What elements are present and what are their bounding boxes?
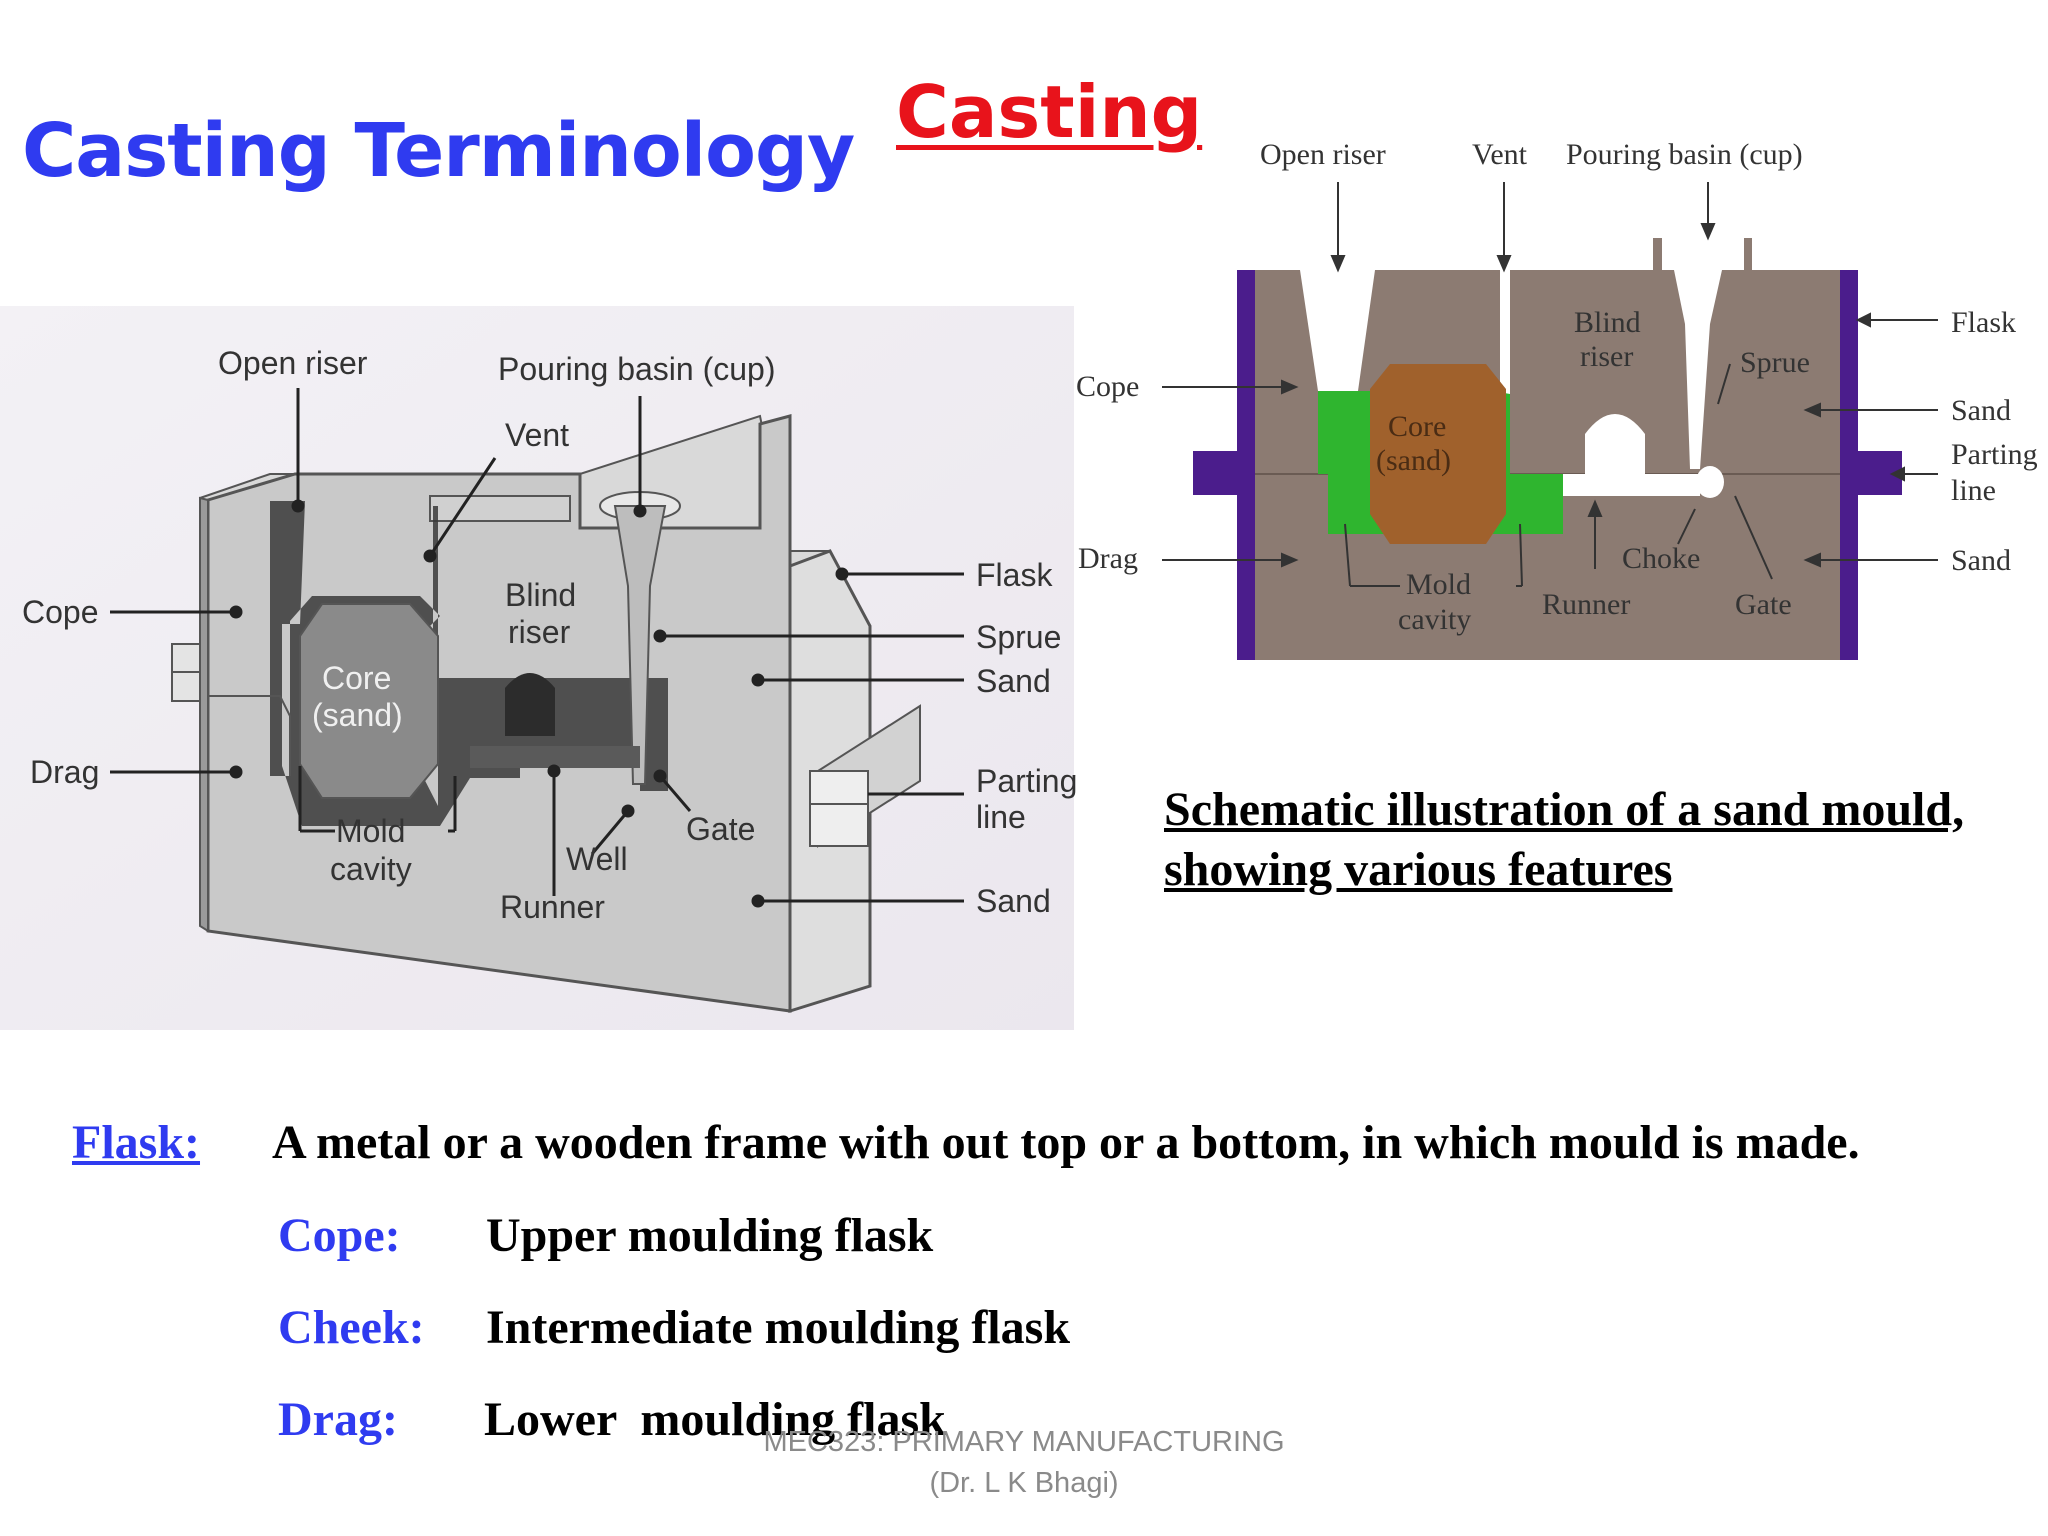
parting-line-pin-right (809, 704, 921, 848)
footer-course: MEC323: PRIMARY MANUFACTURING (763, 1426, 1285, 1458)
label-sprue-2d: Sprue (1740, 346, 1810, 379)
leader-lines-3d (110, 388, 964, 908)
footer-author: (Dr. L K Bhagi) (929, 1467, 1119, 1499)
label-blind-riser-2-2d: riser (1580, 340, 1633, 373)
label-core-2: (sand) (312, 697, 403, 733)
sand-mould-3d-diagram: Open riser Pouring basin (cup) Vent Blin… (0, 306, 1077, 1030)
label-pouring-basin-2d: Pouring basin (cup) (1566, 138, 1803, 171)
label-gate-2d: Gate (1735, 588, 1792, 621)
label-blind-riser-2: riser (508, 614, 571, 650)
label-drag-2d: Drag (1078, 542, 1138, 575)
definition-cope: Upper moulding flask (486, 1209, 934, 1262)
definition-flask: A metal or a wooden frame with out top o… (272, 1116, 1860, 1169)
label-flask-2d: Flask (1951, 306, 2016, 339)
parting-line (208, 695, 291, 776)
label-blind-riser-1: Blind (505, 577, 576, 613)
parting-line-pin-left (171, 643, 201, 702)
label-runner: Runner (500, 889, 605, 925)
definition-drag: Lower moulding flask (484, 1393, 946, 1446)
label-parting-line-1: Parting (976, 763, 1077, 799)
label-runner-2d: Runner (1542, 588, 1630, 621)
label-choke-2d: Choke (1622, 542, 1700, 575)
label-gate: Gate (686, 811, 755, 847)
core (1370, 364, 1506, 544)
label-flask: Flask (976, 557, 1053, 593)
flask-right (1840, 270, 1858, 660)
label-drag: Drag (30, 754, 99, 790)
label-pouring-basin: Pouring basin (cup) (498, 351, 775, 387)
label-mold-cavity-2-2d: cavity (1398, 603, 1471, 636)
leader-lines-2d (1162, 182, 1938, 587)
term-drag: Drag: (278, 1393, 398, 1446)
label-mold-cavity-1: Mold (336, 813, 405, 849)
label-sprue: Sprue (976, 619, 1061, 655)
label-sand-lower: Sand (976, 883, 1051, 919)
figure-caption: Schematic illustration of a sand mould, … (1164, 780, 1964, 900)
label-parting-line-1-2d: Parting (1951, 438, 2038, 471)
blind-riser (1585, 414, 1645, 474)
label-core-2-2d: (sand) (1376, 444, 1451, 477)
runner (1563, 474, 1700, 496)
mold-cavity-3d (270, 491, 681, 826)
flask-left (1237, 270, 1255, 660)
label-parting-line-2: line (976, 799, 1026, 835)
term-flask: Flask: (72, 1116, 201, 1169)
label-well: Well (566, 841, 628, 877)
flask-pin-left (1193, 451, 1237, 495)
label-sand-upper-2d: Sand (1951, 394, 2011, 427)
sprue (1662, 238, 1744, 469)
label-mold-cavity-2: cavity (330, 851, 412, 887)
label-parting-line-2-2d: line (1951, 474, 1996, 507)
term-cheek: Cheek: (278, 1301, 425, 1354)
label-sand-upper: Sand (976, 663, 1051, 699)
label-open-riser-2d: Open riser (1260, 138, 1386, 171)
sprue-well (1696, 466, 1724, 498)
label-core-1-2d: Core (1388, 410, 1446, 443)
caption-line-2: showing various features (1164, 843, 1673, 896)
label-cope-2d: Cope (1076, 370, 1139, 403)
label-cope: Cope (22, 594, 99, 630)
label-vent-2d: Vent (1472, 138, 1528, 171)
definition-cheek: Intermediate moulding flask (486, 1301, 1071, 1354)
caption-line-1: Schematic illustration of a sand mould, (1164, 783, 1965, 836)
label-core-1: Core (322, 660, 391, 696)
sand-mould-schematic-diagram: Open riser Vent Pouring basin (cup) Blin… (1076, 138, 2038, 660)
vent (1500, 270, 1510, 394)
section-title: Casting (896, 70, 1203, 154)
label-vent: Vent (505, 417, 569, 453)
label-blind-riser-1-2d: Blind (1574, 306, 1641, 339)
label-sand-lower-2d: Sand (1951, 544, 2011, 577)
label-open-riser: Open riser (218, 345, 368, 381)
term-cope: Cope: (278, 1209, 401, 1262)
open-riser (1300, 270, 1375, 391)
label-mold-cavity-1-2d: Mold (1406, 568, 1471, 601)
slide-footer: MEC323: PRIMARY MANUFACTURING (Dr. L K B… (700, 1422, 1348, 1504)
page-title: Casting Terminology (22, 108, 855, 194)
